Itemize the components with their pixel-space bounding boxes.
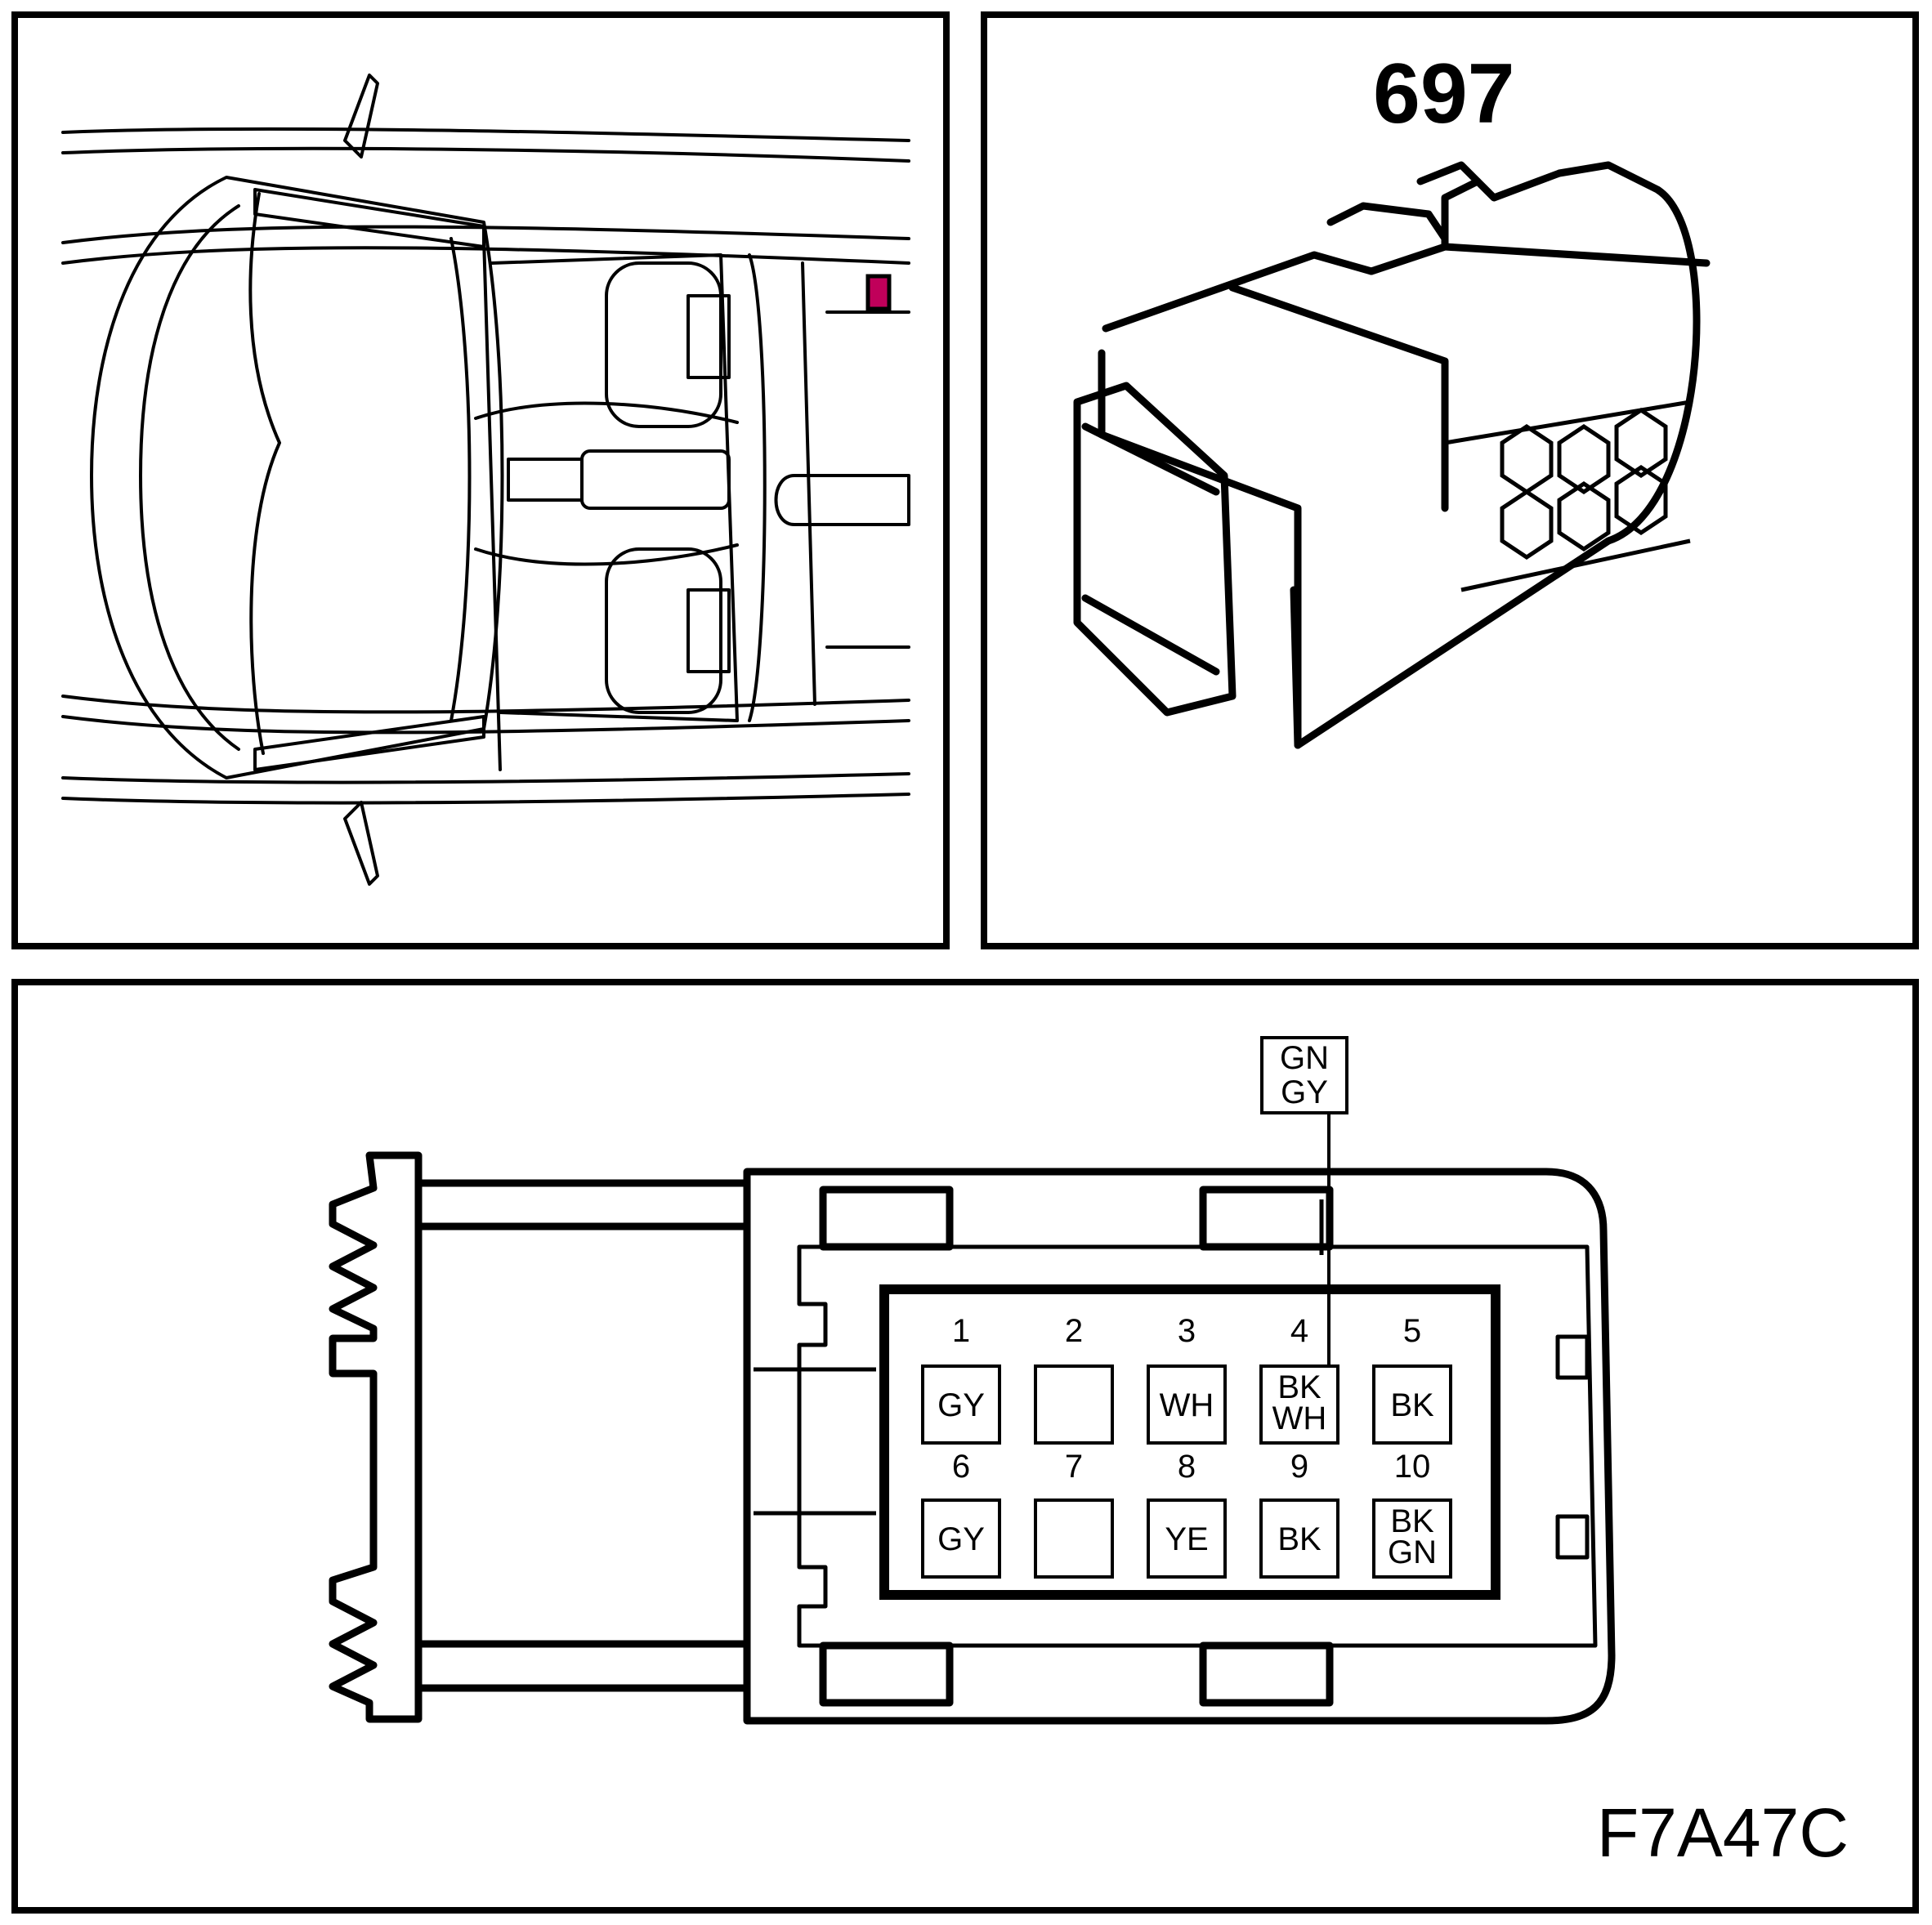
wire-color-box bbox=[1260, 1036, 1348, 1114]
connector-number: 697 bbox=[1373, 47, 1515, 141]
pin-number: 7 bbox=[1065, 1449, 1083, 1485]
pin-wire-color: WH bbox=[1272, 1400, 1327, 1436]
pin-wire-color: GY bbox=[937, 1521, 985, 1557]
pin-cavity bbox=[921, 1364, 1001, 1445]
connector-view-panel bbox=[981, 11, 1919, 949]
pin-number: 10 bbox=[1394, 1449, 1431, 1485]
pin-number: 3 bbox=[1178, 1313, 1196, 1349]
pin-wire-color: BK bbox=[1277, 1369, 1322, 1405]
pin-wire-color: BK bbox=[1390, 1503, 1434, 1539]
vehicle-top-view bbox=[61, 74, 910, 886]
pin-cavity bbox=[1372, 1364, 1452, 1445]
pin-number: 6 bbox=[952, 1449, 970, 1485]
pin-number: 9 bbox=[1290, 1449, 1308, 1485]
pin-cavity bbox=[1372, 1498, 1452, 1579]
pin-wire-color: BK bbox=[1390, 1387, 1434, 1423]
vehicle-location-panel bbox=[11, 11, 950, 949]
pin-cavity bbox=[1147, 1364, 1227, 1445]
pin-wire-color: YE bbox=[1165, 1521, 1208, 1557]
pin-wire-color: WH bbox=[1160, 1387, 1214, 1423]
pin-wire-color: BK bbox=[1277, 1521, 1322, 1557]
pin-cavity bbox=[1259, 1364, 1339, 1445]
wire-color-line-1: GN bbox=[1280, 1040, 1329, 1076]
connector-3d-drawing bbox=[1073, 161, 1711, 749]
pin-cavity bbox=[1034, 1498, 1114, 1579]
pin-cavity bbox=[1259, 1498, 1339, 1579]
pin-field-frame bbox=[879, 1284, 1500, 1600]
pin-wire-color: GY bbox=[937, 1387, 985, 1423]
pin-number: 8 bbox=[1178, 1449, 1196, 1485]
pin-number: 2 bbox=[1065, 1313, 1083, 1349]
pin-number: 5 bbox=[1403, 1313, 1421, 1349]
figure-code: F7A47C bbox=[1596, 1794, 1849, 1871]
pin-number: 4 bbox=[1290, 1313, 1308, 1349]
pin-cavity bbox=[921, 1498, 1001, 1579]
wire-color-line-2: GY bbox=[1281, 1074, 1328, 1110]
pin-cavity bbox=[1034, 1364, 1114, 1445]
pin-cavity bbox=[1147, 1498, 1227, 1579]
pin-wire-color: GN bbox=[1388, 1534, 1437, 1570]
connector-location-marker bbox=[865, 274, 892, 311]
pin-number: 1 bbox=[952, 1313, 970, 1349]
